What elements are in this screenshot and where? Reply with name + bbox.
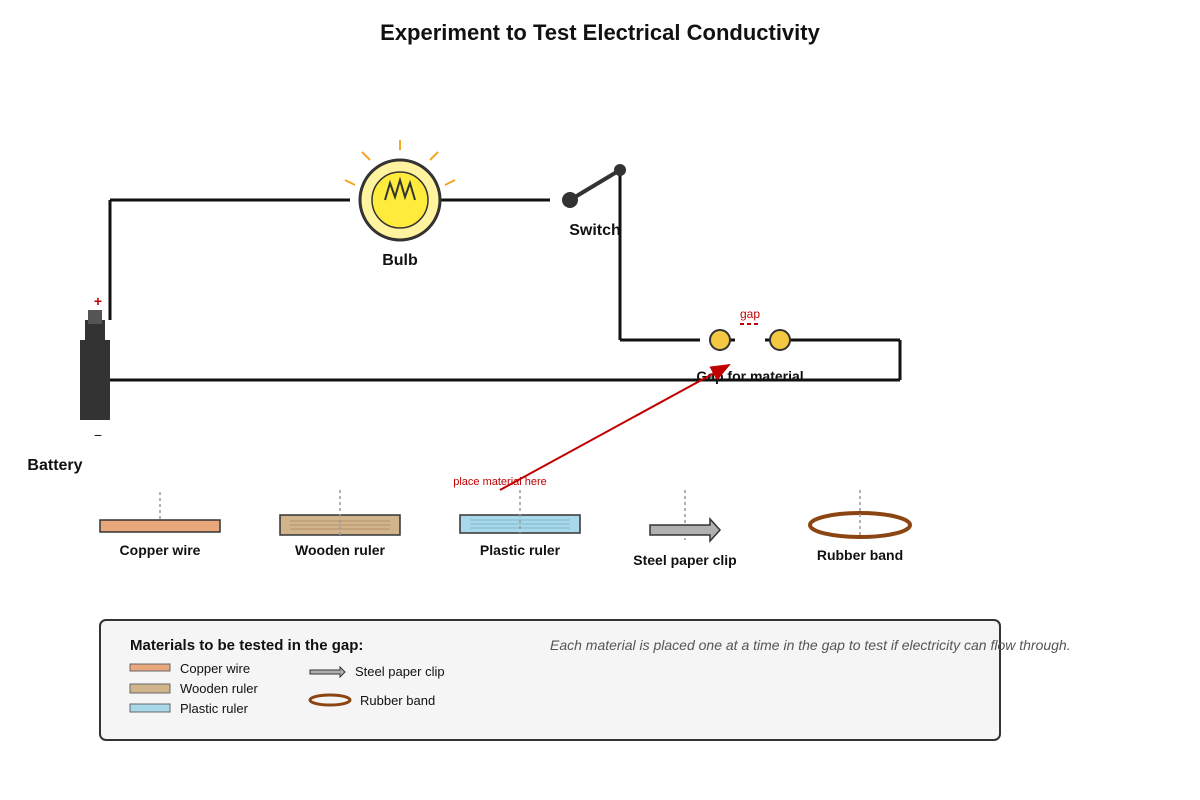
switch-lever: [568, 168, 622, 202]
legend-frame: [99, 619, 1001, 741]
bulb-rays: [344, 140, 456, 186]
switch-label: Switch: [569, 222, 621, 239]
gap-terminal-left: [709, 329, 731, 351]
place-material-pointer: place material here: [453, 364, 731, 491]
copper-wire-sample: [99, 519, 221, 533]
steel-paper-clip-sample: [649, 517, 722, 543]
legend-heading: Materials to be tested in the gap:: [130, 637, 363, 654]
material-plastic-ruler: Plastic ruler: [459, 490, 581, 558]
battery-plus-sign: +: [94, 293, 102, 309]
plastic-ruler-label: Plastic ruler: [480, 542, 561, 558]
material-rubber-band: Rubber band: [808, 490, 912, 563]
bulb-core: [371, 171, 429, 229]
legend-item-label: Plastic ruler: [180, 701, 249, 716]
legend-item-steel-paper-clip: Steel paper clip: [309, 664, 445, 679]
legend-note: Each material is placed one at a time in…: [550, 637, 1071, 653]
materials-row: Copper wire Wooden ruler Plastic ruler S…: [99, 490, 912, 568]
material-steel-paper-clip: Steel paper clip: [633, 490, 737, 568]
copper-wire-label: Copper wire: [120, 542, 201, 558]
bulb-label: Bulb: [382, 252, 418, 269]
bulb-filament: [384, 176, 416, 201]
diagram-title: Experiment to Test Electrical Conductivi…: [380, 20, 820, 45]
legend-item-label: Wooden ruler: [180, 681, 258, 696]
battery-label: Battery: [27, 457, 82, 474]
steel-paper-clip-label: Steel paper clip: [633, 552, 736, 568]
battery-neck: [85, 320, 105, 342]
wooden-ruler-label: Wooden ruler: [295, 542, 386, 558]
material-copper-wire: Copper wire: [99, 492, 221, 558]
legend-item-copper-wire: Copper wire: [129, 661, 250, 676]
switch-contact: [614, 164, 626, 176]
bulb: Bulb: [344, 140, 456, 269]
rubber-band-label: Rubber band: [817, 547, 903, 563]
material-wooden-ruler: Wooden ruler: [279, 490, 401, 558]
switch: Switch: [562, 164, 626, 239]
switch-pivot: [562, 192, 578, 208]
legend-item-rubber-band: Rubber band: [308, 693, 435, 708]
gap-terminal-right: [769, 329, 791, 351]
legend-item-label: Rubber band: [360, 693, 435, 708]
battery-terminal-cap: [88, 310, 102, 324]
place-material-arrow: [499, 364, 731, 491]
gap-small-label: gap: [740, 307, 760, 321]
battery-body: [80, 340, 110, 420]
legend-item-plastic-ruler: Plastic ruler: [129, 701, 249, 716]
legend-item-wooden-ruler: Wooden ruler: [129, 681, 258, 696]
legend-box: Materials to be tested in the gap: Each …: [99, 619, 1071, 741]
rubber-band-sample: [808, 511, 912, 539]
legend-item-label: Copper wire: [180, 661, 250, 676]
battery: + − Battery: [27, 293, 110, 474]
legend-item-label: Steel paper clip: [355, 664, 445, 679]
material-gap: gap Gap for material: [696, 307, 803, 384]
gap-for-material-label: Gap for material: [696, 368, 803, 384]
circuit-wires: [93, 170, 902, 420]
battery-minus-sign: −: [94, 427, 102, 443]
place-material-label: place material here: [453, 476, 547, 488]
